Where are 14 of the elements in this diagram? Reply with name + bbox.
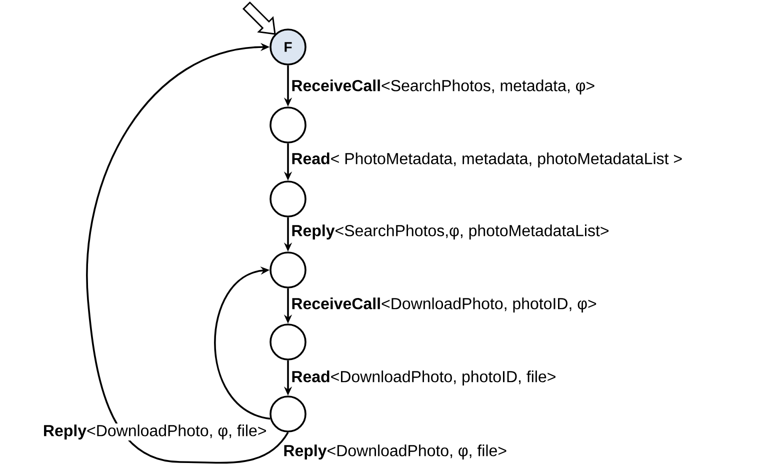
edge-label: Read< PhotoMetadata, metadata, photoMetadataList > — [290, 152, 684, 168]
edge-label: Reply<SearchPhotos,φ, photoMetadataList> — [290, 224, 610, 240]
edge-label: Reply<DownloadPhoto, φ, file> — [282, 444, 508, 460]
arrow — [214, 266, 270, 420]
edge-label: ReceiveCall<DownloadPhoto, photoID, φ> — [290, 296, 598, 314]
state-circle — [270, 252, 306, 288]
state-circle — [270, 106, 306, 144]
arrow — [86, 42, 289, 464]
state-circle — [270, 396, 306, 432]
start-arrow — [242, 1, 276, 35]
state-circle — [270, 324, 306, 360]
edge-label: ReceiveCall<SearchPhotos, metadata, φ> — [290, 78, 596, 96]
edge-label: Read<DownloadPhoto, photoID, file> — [290, 370, 558, 386]
state-circle — [270, 180, 306, 218]
